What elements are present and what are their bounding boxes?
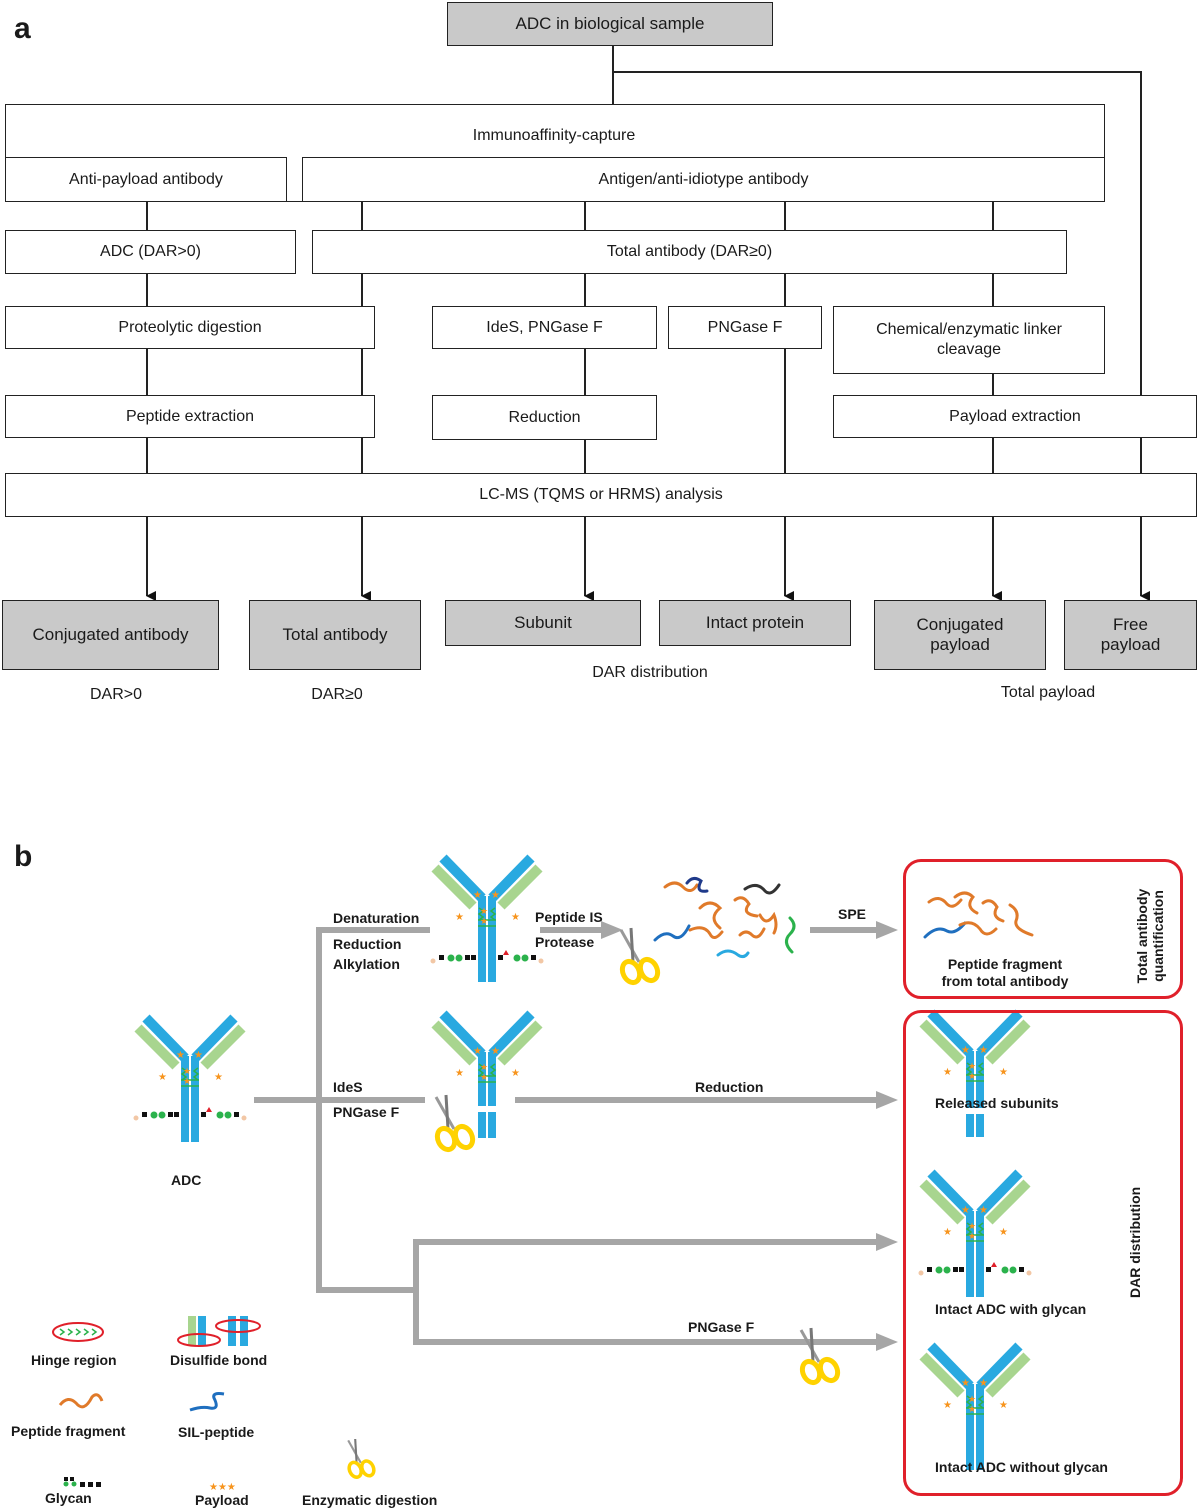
panel-b-letter: b [14,840,33,873]
legend-disulfide-label: Disulfide bond [170,1352,268,1368]
legend-sil-label: SIL-peptide [178,1424,255,1440]
peptide-extraction-box: Peptide extraction [5,395,375,438]
protease-label: Protease [535,934,595,950]
pngase-arrow-label: PNGase F [688,1319,755,1335]
legend-glycan-label: Glycan [45,1490,92,1506]
scissor-icon [799,1328,841,1385]
payload-extraction-box: Payload extraction [833,395,1197,438]
scissor-icon [619,928,661,985]
flowchart-connectors [146,45,1150,601]
intact-glycan-label: Intact ADC with glycan [935,1301,1087,1317]
total-antibody-frame [903,859,1183,999]
pngase-label: PNGase F [333,1104,400,1120]
legend-payload-label: Payload [195,1492,249,1508]
svg-text:★★★: ★★★ [209,1482,236,1493]
legend-peptide-fragment-label: Peptide fragment [11,1423,126,1439]
caption-total-payload: Total payload [1000,684,1096,701]
intact-noglycan-label: Intact ADC without glycan [935,1459,1108,1475]
reduction-step-label: Reduction [333,936,402,952]
legend-graphics: ★★★ [52,1316,378,1493]
proteolytic-digestion-box: Proteolytic digestion [5,306,375,349]
caption-dar-distribution: DAR distribution [592,664,708,681]
alkylation-label: Alkylation [333,956,400,972]
total-antibody-dar-box: Total antibody (DAR≥0) [312,230,1067,274]
antigen-anti-idiotype-box: Antigen/anti-idiotype antibody [302,157,1105,202]
ides-antibody [435,1014,539,1138]
conjugated-antibody-output: Conjugated antibody [2,600,219,670]
conjugated-payload-output: Conjugated payload [874,600,1046,670]
caption-dar-ge0: DAR≥0 [311,686,363,703]
total-antibody-output: Total antibody [249,600,421,670]
denaturation-label: Denaturation [333,910,420,926]
pngase-box: PNGase F [668,306,822,349]
peptide-is-label: Peptide IS [535,909,603,925]
caption-dar-gt0: DAR>0 [89,686,143,703]
panel-a-letter: a [14,12,31,45]
ides-pngase-box: IdeS, PNGase F [432,306,657,349]
intact-protein-output: Intact protein [659,600,851,646]
reduction-box: Reduction [432,395,657,440]
adc-label: ADC [171,1172,202,1188]
total-antibody-quant-label: Total antibody quantification [1134,888,1166,984]
ides-label: IdeS [333,1079,363,1095]
adc-sample-box: ADC in biological sample [447,2,773,46]
dar-distribution-label: DAR distribution [1127,1186,1143,1298]
spe-label: SPE [838,906,867,922]
reduction-arrow-label: Reduction [695,1079,764,1095]
chemical-linker-cleavage-box: Chemical/enzymatic linker cleavage [833,306,1105,374]
dar-distribution-frame [903,1010,1183,1496]
subunit-output: Subunit [445,600,641,646]
adc-antibody [138,1018,242,1142]
immunoaffinity-capture-label: Immunoaffinity-capture [472,127,636,144]
scissor-icon [434,1095,476,1152]
released-subunits-label: Released subunits [935,1095,1059,1111]
anti-payload-antibody-box: Anti-payload antibody [5,157,287,202]
denatured-antibody [435,858,539,982]
lcms-analysis-box: LC-MS (TQMS or HRMS) analysis [5,473,1197,517]
legend-hinge-label: Hinge region [31,1352,117,1368]
peptide-fragment-result-label: Peptide fragment from total antibody [941,956,1069,989]
free-payload-output: Free payload [1064,600,1197,670]
legend-enzymatic-label: Enzymatic digestion [302,1492,438,1508]
adc-dar-box: ADC (DAR>0) [5,230,296,274]
